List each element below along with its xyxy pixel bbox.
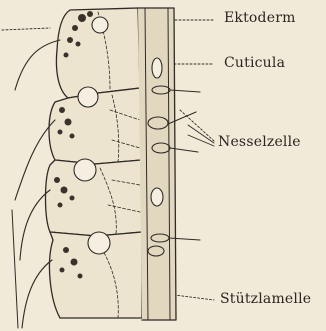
label-ektoderm: Ektoderm <box>224 10 296 26</box>
label-stuetzlamelle: Stützlamelle <box>220 291 311 307</box>
label-cuticula: Cuticula <box>224 55 285 71</box>
label-nesselzelle: Nesselzelle <box>218 134 301 150</box>
supporting-lamella <box>138 8 176 320</box>
